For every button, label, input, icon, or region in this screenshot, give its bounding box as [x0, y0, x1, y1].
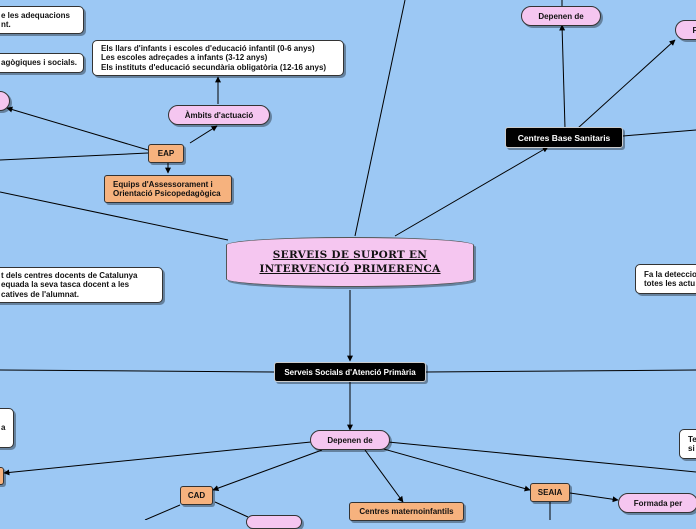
central-topic[interactable]: SERVEIS DE SUPORT EN INTERVENCIÓ PRIMERE… [226, 237, 474, 287]
text-adequacions[interactable]: e les adequacions nt. [0, 6, 84, 34]
depenen-de-bottom-node[interactable]: Depenen de [310, 430, 390, 450]
link-socials-right [425, 369, 696, 373]
text-a-left[interactable]: a [0, 408, 14, 448]
pink-bottom-node[interactable] [246, 515, 302, 529]
link-eap-left [0, 152, 149, 161]
centres-base-sanitaris-node[interactable]: Centres Base Sanitaris [505, 127, 623, 148]
link-depenen-seaia [379, 447, 531, 492]
link-centres-depenen [559, 24, 566, 129]
eap-full-node[interactable]: Equips d'Assessorament i Orientació Psic… [104, 175, 232, 203]
depenen-de-top-node[interactable]: Depenen de [521, 6, 601, 26]
centres-materno-node[interactable]: Centres maternoinfantils [349, 502, 464, 521]
link-depenen-centres [364, 449, 404, 503]
link-depenen-right [387, 441, 696, 473]
link-central-left [0, 191, 229, 241]
link-cad-right [214, 501, 249, 518]
link-central-top [354, 0, 406, 237]
formada-per-node[interactable]: Formada per [618, 493, 696, 513]
link-depenen-cad [212, 449, 323, 491]
link-socials-left [0, 369, 275, 373]
link-centres-right [622, 129, 696, 137]
link-depenen-a [3, 441, 312, 476]
a-left-orange-node[interactable] [0, 467, 4, 485]
text-te-si[interactable]: Te si [679, 429, 696, 459]
link-seaia-formada [569, 492, 619, 503]
ambits-list[interactable]: Els llars d'infants i escoles d'educació… [92, 40, 344, 76]
text-centres-docents[interactable]: t dels centres docents de Catalunya equa… [0, 267, 163, 303]
link-eap-pink-left [6, 106, 149, 151]
eap-node[interactable]: EAP [148, 144, 184, 163]
text-fa-deteccio[interactable]: Fa la deteccio totes les actu [635, 264, 696, 294]
link-eap-ambits [189, 125, 218, 144]
link-central-centres-base [394, 146, 549, 237]
text-pedagogiques[interactable]: agògiques i socials. [0, 53, 84, 73]
f-right-node[interactable]: F [675, 20, 696, 40]
seaia-node[interactable]: SEAIA [530, 483, 570, 502]
link-cad-left [144, 504, 181, 520]
link-centres-f [577, 39, 676, 129]
cad-node[interactable]: CAD [180, 486, 213, 505]
serveis-socials-node[interactable]: Serveis Socials d'Atenció Primària [274, 362, 426, 382]
ambits-actuacio-node[interactable]: Àmbits d'actuació [168, 105, 270, 125]
